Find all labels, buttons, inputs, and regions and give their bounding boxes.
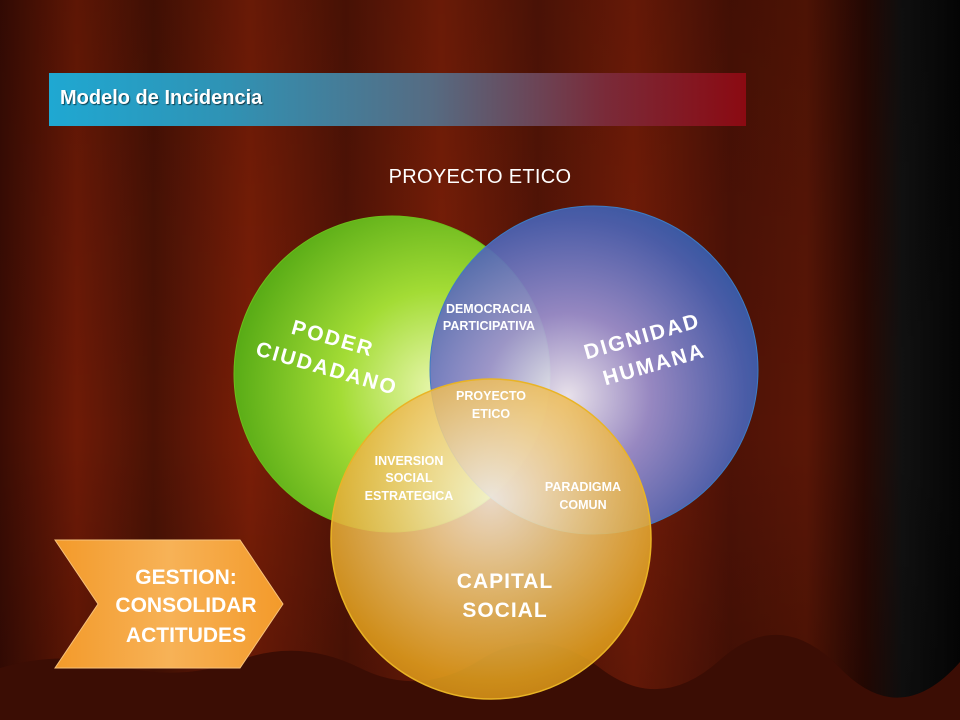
center-etico: ETICO xyxy=(472,407,510,421)
gestion-chevron xyxy=(54,539,284,669)
page-title: Modelo de Incidencia xyxy=(60,87,263,109)
chevron-actitudes: ACTITUDES xyxy=(126,624,246,647)
intersect-inversion: INVERSION xyxy=(375,454,444,468)
intersect-social: SOCIAL xyxy=(385,471,433,485)
intersect-comun: COMUN xyxy=(559,498,606,512)
diagram-heading: PROYECTO ETICO xyxy=(388,166,572,188)
intersect-participativa: PARTICIPATIVA xyxy=(443,319,535,333)
label-social: SOCIAL xyxy=(462,599,547,622)
chevron-gestion: GESTION: xyxy=(135,566,237,589)
intersect-estrategica: ESTRATEGICA xyxy=(365,489,454,503)
chevron-consolidar: CONSOLIDAR xyxy=(115,594,256,617)
title-bar: Modelo de Incidencia xyxy=(49,73,746,126)
label-capital: CAPITAL xyxy=(457,570,553,593)
circle-capital-social xyxy=(330,378,652,700)
intersect-paradigma: PARADIGMA xyxy=(545,480,621,494)
intersect-democracia: DEMOCRACIA xyxy=(446,302,532,316)
center-proyecto: PROYECTO xyxy=(456,389,526,403)
